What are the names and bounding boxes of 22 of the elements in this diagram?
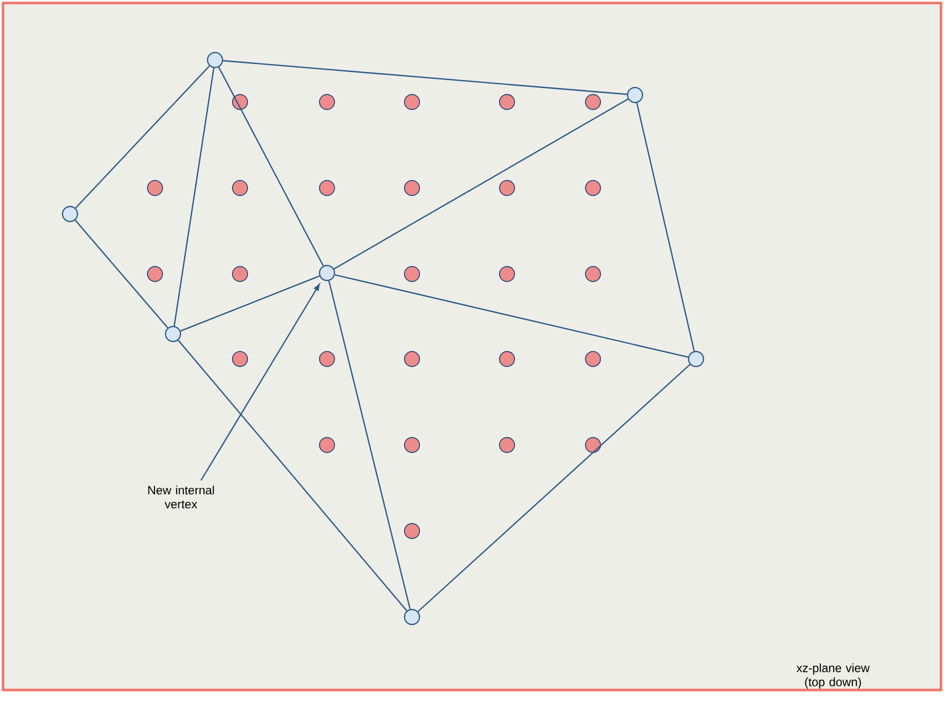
triangle-edge: [174, 68, 214, 326]
triangle-edge: [328, 280, 411, 610]
vertex-circle: [62, 206, 78, 222]
vertex-circle: [404, 608, 420, 626]
vertex-circle: [206, 52, 224, 68]
triangle-edge: [636, 102, 695, 352]
triangle-edge: [334, 98, 628, 270]
triangle-edge: [223, 60, 627, 95]
triangle-edge: [218, 66, 324, 266]
triangle-edge: [418, 364, 690, 612]
vertex-circle: [318, 264, 336, 282]
triangle-edge: [334, 274, 688, 358]
vertex-circle: [688, 350, 704, 368]
triangle-edge: [74, 220, 168, 328]
triangle-edge: [178, 340, 408, 612]
view-caption: xz-plane view (top down): [796, 663, 870, 689]
vertex-circle: [626, 86, 644, 104]
leader-arrow: [200, 284, 320, 481]
annotation-text: New internal vertex: [148, 486, 214, 508]
triangle-edge: [180, 275, 320, 332]
triangle-edge: [75, 65, 210, 209]
vertex-circle: [164, 326, 182, 342]
